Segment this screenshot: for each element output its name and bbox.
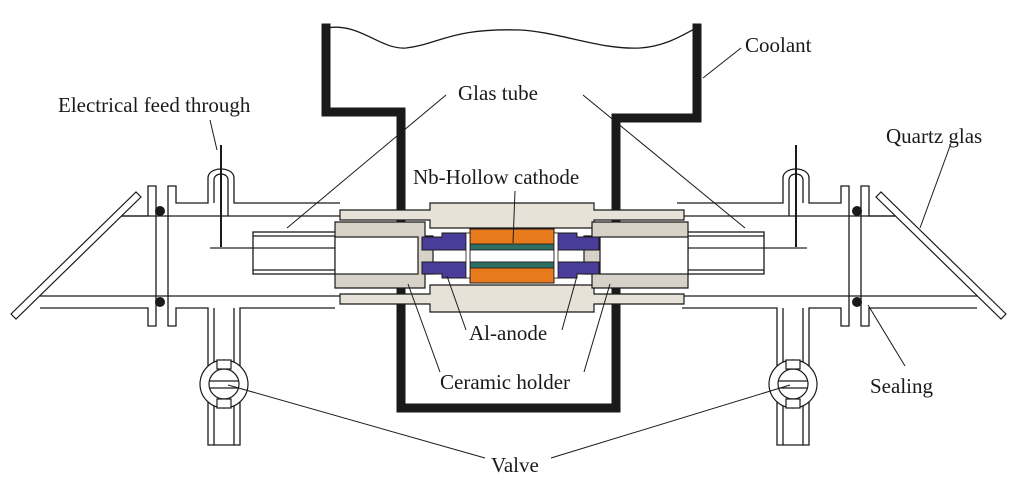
coolant-vessel (321, 23, 702, 413)
label-valve: Valve (491, 453, 539, 477)
label-glas-tube: Glas tube (458, 81, 538, 105)
seal-left-top (155, 206, 165, 216)
label-ceramic-holder: Ceramic holder (440, 370, 570, 394)
nb-hollow-cathode (465, 228, 559, 284)
ceramic-holder (334, 202, 689, 313)
label-coolant: Coolant (745, 33, 812, 57)
tube-body-right (597, 145, 1007, 446)
al-anode-left (421, 232, 467, 279)
label-al-anode: Al-anode (469, 321, 547, 345)
valve-left (199, 359, 249, 409)
seal-left-bottom (155, 297, 165, 307)
label-sealing: Sealing (870, 374, 933, 398)
label-electrical-feed-through: Electrical feed through (58, 93, 251, 117)
quartz-window-left (10, 191, 142, 320)
label-nb-hollow-cathode: Nb-Hollow cathode (413, 165, 579, 189)
leader-lines (209, 47, 951, 459)
tube-body-left (40, 145, 420, 446)
label-quartz-glas: Quartz glas (886, 124, 982, 148)
